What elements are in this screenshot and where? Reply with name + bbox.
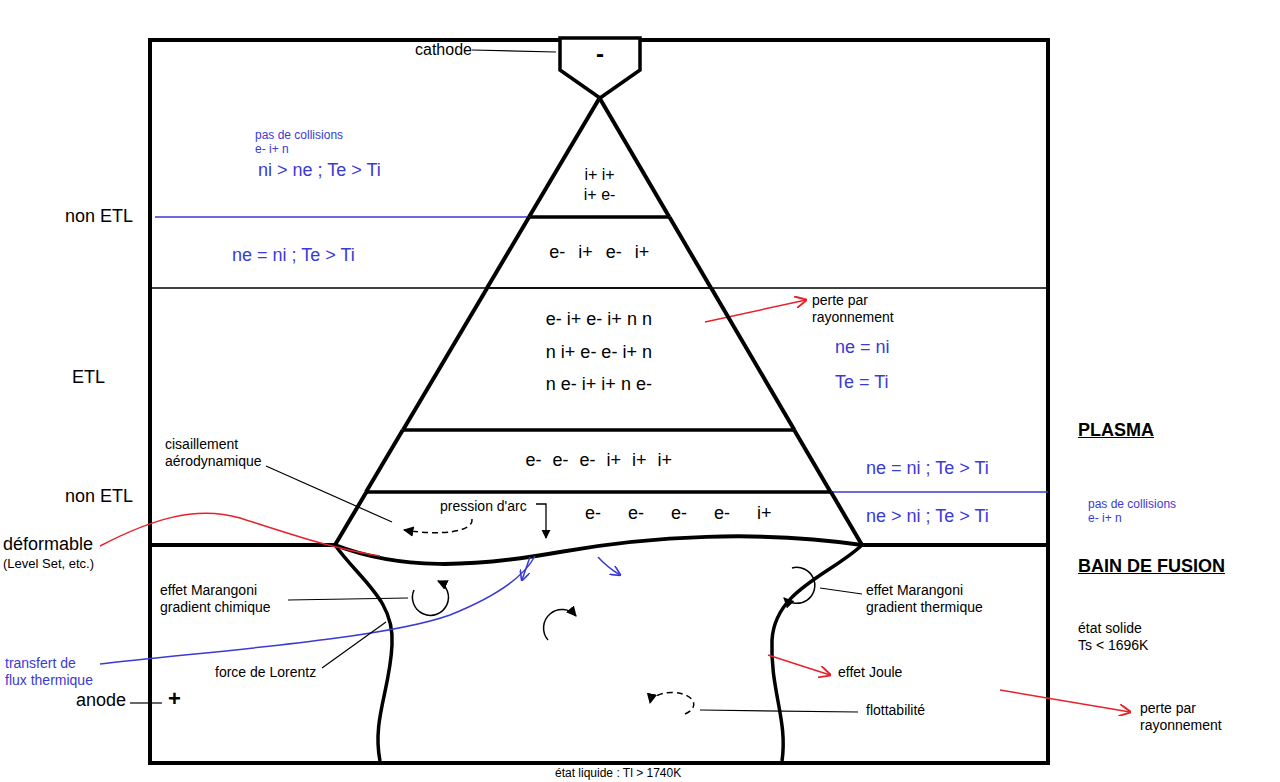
plasma-zone: e- i+ e- i+ n n n i+ e- e- i+ n n e- i+ … [403,288,794,430]
heat-arrow [598,557,620,575]
workpiece-surface [862,543,1048,547]
effect-label: effet Joule [838,664,902,681]
zone-border [831,492,862,545]
leader-line [820,588,862,594]
plasma-zone: e- e- e- i+ i+ i+ [366,430,831,492]
zone-border [670,217,712,288]
leader-line [472,50,556,52]
region-label: ETL [72,367,105,389]
text-holder: e- e- e- e- i+ [335,492,862,545]
zone-border [366,430,403,492]
polarity-sign: - [596,40,604,69]
flow-arrow [412,581,448,615]
radiation-arrow [1000,690,1130,712]
zone-divider [155,216,529,218]
zone-condition: ni > ne ; Te > Ti [258,160,381,182]
leader-line [130,702,162,703]
leader-line [322,622,386,668]
effect-label: effet Marangoni gradient chimique [160,582,285,616]
leader-line [700,710,858,712]
leader-line [288,598,408,600]
cathode-outline [560,38,640,98]
part-label: anode [76,690,126,712]
state-label: état solide Ts < 1696K [1078,620,1153,654]
zone-particles: e- i+ e- i+ n n n i+ e- e- i+ n n e- i+ … [543,303,655,400]
plasma-zone: i+ i+ i+ e- [529,98,669,217]
zone-condition: ne = ni ; Te > Ti [866,458,989,480]
polarity-sign: + [168,686,181,712]
chamber-frame [150,40,1048,763]
zone-divider [150,287,1048,289]
zone-note: pas de collisions e- i+ n [255,128,351,157]
zone-note: pas de collisions e- i+ n [1088,497,1184,526]
zone-border [487,287,711,289]
text-holder: e- i+ e- i+ [487,217,711,288]
effect-label: effet Marangoni gradient thermique [866,582,991,616]
leader-line [100,556,535,664]
part-label: cathode [415,40,472,59]
effect-label: pression d'arc [440,498,527,515]
zone-condition: ne > ni ; Te > Ti [866,506,989,528]
section-title: BAIN DE FUSION [1078,556,1225,578]
workpiece-surface [150,543,335,547]
zone-particles: i+ i+ i+ e- [577,165,623,205]
zone-border [795,430,831,492]
effect-label: flottabilité [866,702,925,719]
effect-label: perte par rayonnement [812,292,897,326]
cathode-tip: - [558,36,642,100]
zone-border [403,428,794,432]
flow-arrow [784,567,815,603]
pool-surface [335,536,862,564]
state-label: état liquide : Tl > 1740K [555,766,681,780]
zone-border [403,288,487,430]
text-holder: i+ i+ i+ e- [529,98,669,217]
zone-border [366,490,831,494]
zone-particles: e- i+ e- i+ [549,242,649,264]
text-holder: e- i+ e- i+ n n n i+ e- e- i+ n n e- i+ … [403,288,794,430]
flow-arrow [544,610,576,640]
plasma-zone: e- e- e- e- i+ [335,492,862,545]
text-holder: e- e- e- i+ i+ i+ [366,430,831,492]
effect-label: force de Lorentz [215,664,316,681]
zone-border [335,492,366,545]
pressure-arrow [536,504,546,538]
zone-divider [831,491,1048,493]
flow-arrow [404,519,472,533]
leader-line [266,466,392,522]
effect-label: perte par rayonnement [1140,700,1225,734]
zone-condition: ne = ni ; Te > Ti [232,245,355,267]
leader-line [100,513,380,556]
region-label: non ETL [65,486,133,508]
surface-label: déformable [3,534,93,556]
flow-arrow [650,692,694,714]
zone-border [487,217,529,288]
effect-label: cisaillement aérodynamique [165,436,270,470]
zone-particles: e- e- e- i+ i+ i+ [525,450,672,472]
zone-particles: e- e- e- e- i+ [585,503,772,525]
plasma-zone: e- i+ e- i+ [487,217,711,288]
zone-condition: ne = ni Te = Ti [835,330,897,400]
zone-border [711,288,794,430]
effect-label: transfert de flux thermique [5,655,97,689]
heat-arrow [768,655,830,675]
surface-label: (Level Set, etc.) [3,556,94,572]
section-title: PLASMA [1078,420,1154,442]
region-label: non ETL [65,206,133,228]
zone-border [529,215,669,219]
fusion-boundary [772,545,862,761]
text-holder: - [558,36,642,100]
